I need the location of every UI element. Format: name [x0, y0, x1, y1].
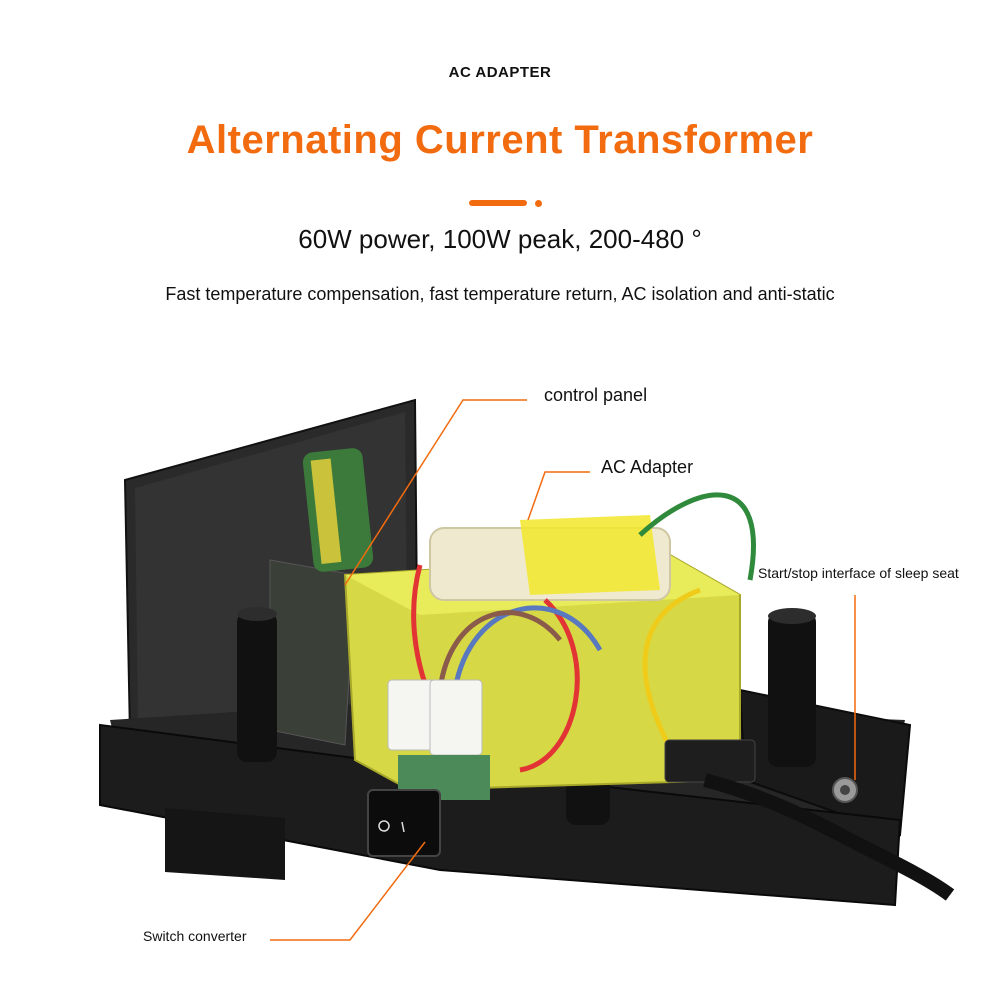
blue-wire [452, 605, 603, 691]
callout-ac-line [527, 471, 590, 521]
standoff-right [768, 612, 816, 767]
standoff-left [237, 612, 277, 762]
yellow-wire [642, 587, 701, 767]
ac-adapter-label: AC Adapter [601, 457, 694, 477]
switch-converter-label: Switch converter [143, 928, 247, 944]
accent-dash [469, 200, 527, 206]
spec-line: 60W power, 100W peak, 200-480 ° [298, 224, 702, 254]
red-wire-2 [519, 598, 580, 773]
control-panel-label: control panel [544, 385, 648, 405]
green-wire [638, 492, 756, 581]
callout-control-line [344, 399, 527, 586]
eyebrow-label: AC ADAPTER [448, 64, 552, 81]
callout-switch-line [270, 841, 426, 941]
tray-foot [165, 808, 285, 880]
accent-dot [535, 200, 542, 207]
description-line: Fast temperature compensation, fast temp… [165, 284, 835, 304]
pcb-board [269, 559, 356, 746]
connector-left [387, 679, 437, 751]
page-title: Alternating Current Transformer [186, 118, 814, 162]
rocker-switch [367, 789, 441, 857]
power-cable [703, 773, 955, 901]
capacitor [302, 448, 374, 572]
sleep-seat-label: Start/stop interface of sleep seat [758, 565, 959, 581]
product-photo [99, 398, 955, 941]
connector-right [429, 679, 483, 756]
brown-wire [437, 610, 562, 691]
